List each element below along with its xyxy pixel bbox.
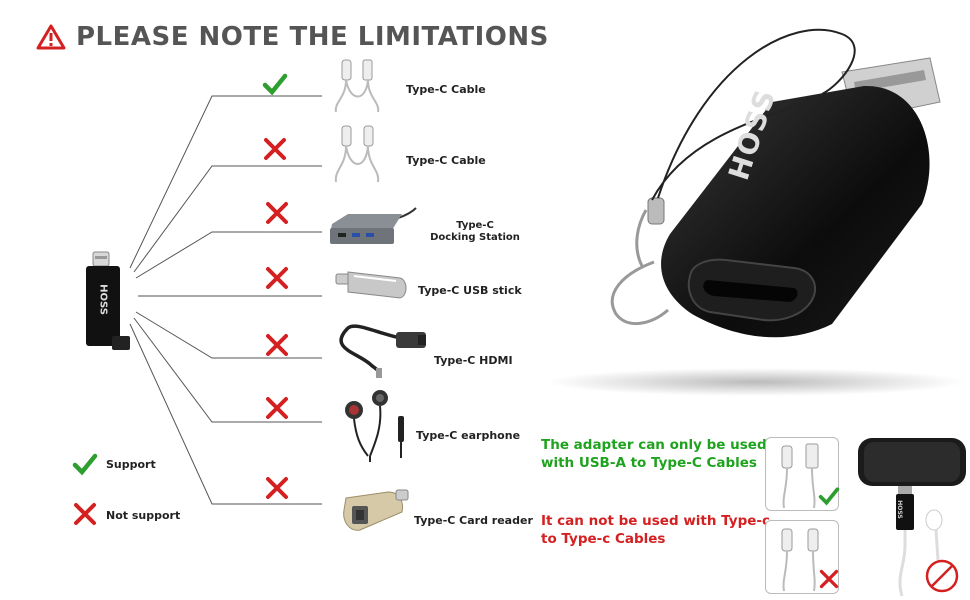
cross-icon: [819, 569, 839, 589]
cross-icon: [266, 477, 288, 499]
item-label-2: Type-C Cable: [406, 154, 486, 167]
item-label-5: Type-C HDMI: [434, 354, 513, 367]
earphone-image: [345, 390, 404, 462]
legend-cross-icon: [74, 503, 96, 525]
item-label-4: Type-C USB stick: [418, 284, 522, 297]
item-label-7: Type-C Card reader: [414, 514, 533, 527]
type-c-cable-image: [334, 59, 380, 113]
legend-support-label: Support: [106, 458, 156, 471]
support-note: The adapter can only be used with USB-A …: [541, 436, 767, 472]
connection-lines: [129, 95, 322, 505]
type-c-cable-box: [765, 520, 839, 594]
type-c-cable-image-2: [334, 125, 380, 183]
adapter-small-logo: HOSS: [97, 284, 109, 315]
phone-adapter-logo: HOSS: [895, 500, 903, 519]
usb-a-to-c-cable-image: [781, 443, 819, 509]
title-text: PLEASE NOTE THE LIMITATIONS: [76, 22, 549, 52]
usb-stick-image: [335, 271, 407, 299]
cross-icon: [266, 267, 288, 289]
item-label-3-line2: Docking Station: [430, 232, 520, 243]
cross-icon: [266, 397, 288, 419]
warning-icon: [36, 24, 66, 50]
support-note-line2: with USB-A to Type-C Cables: [541, 455, 757, 471]
not-support-note-line2: to Type-c Cables: [541, 531, 666, 547]
item-label-3-line1: Type-C: [456, 220, 494, 231]
item-label-3: Type-C Docking Station: [430, 220, 520, 244]
docking-station-image: [330, 207, 417, 244]
cross-icon: [266, 334, 288, 356]
cross-icon: [264, 138, 286, 160]
support-note-line1: The adapter can only be used: [541, 437, 767, 453]
not-support-note: It can not be used with Type-c to Type-c…: [541, 512, 770, 548]
usb-a-cable-box: [765, 437, 840, 511]
item-label-1: Type-C Cable: [406, 83, 486, 96]
page-title: PLEASE NOTE THE LIMITATIONS: [36, 22, 549, 52]
cross-icon: [266, 202, 288, 224]
check-icon: [262, 73, 288, 96]
hdmi-adapter-image: [339, 324, 426, 378]
phone-earphone-image: HOSS: [856, 436, 968, 598]
check-icon: [818, 487, 840, 506]
type-c-to-c-cable-image: [781, 528, 819, 592]
adapter-product-image: HOSS: [542, 24, 970, 400]
item-label-6: Type-C earphone: [416, 429, 521, 442]
card-reader-image: [343, 489, 409, 531]
legend-not-support-label: Not support: [106, 509, 181, 522]
legend-check-icon: [72, 453, 98, 476]
adapter-small-image: HOSS: [82, 250, 134, 352]
not-support-note-line1: It can not be used with Type-c: [541, 513, 771, 529]
